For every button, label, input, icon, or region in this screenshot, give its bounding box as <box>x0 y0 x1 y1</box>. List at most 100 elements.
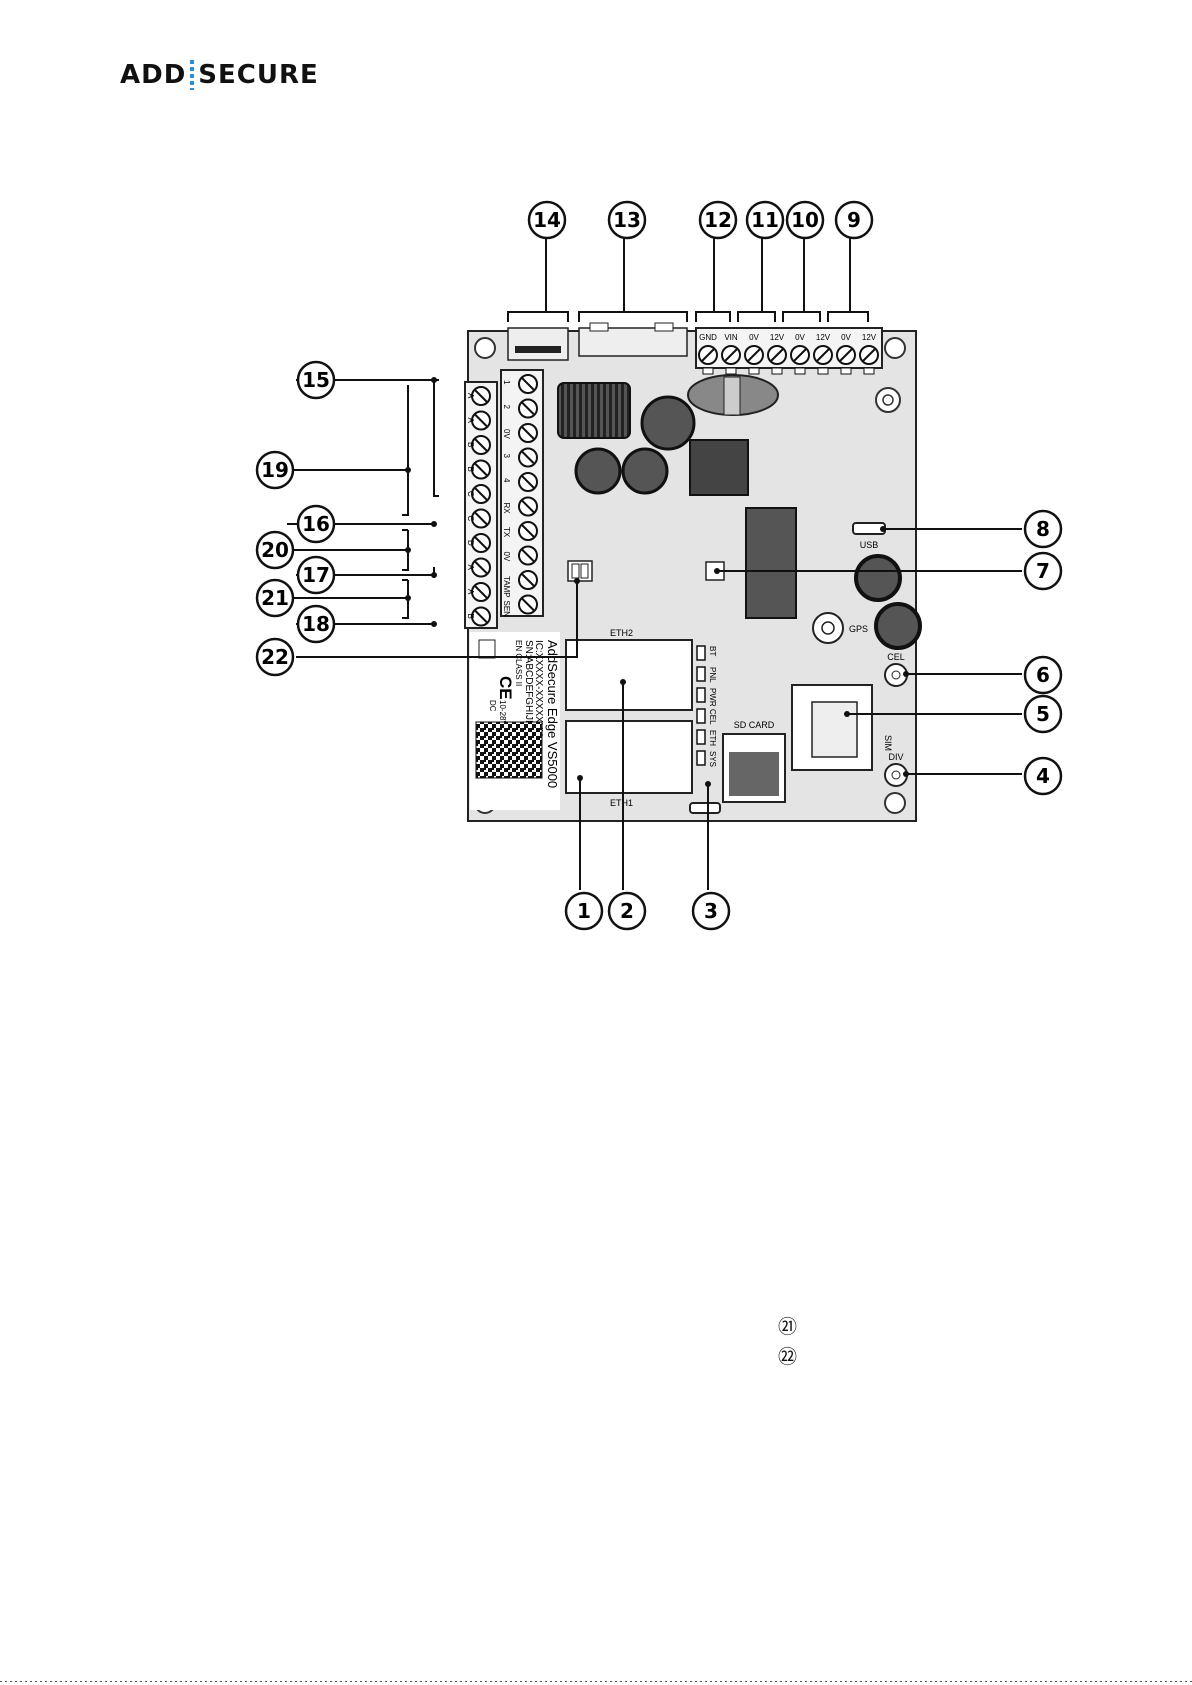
top-terminal <box>768 346 786 364</box>
top-terminal-label: 12V <box>770 333 785 342</box>
processor-chip <box>690 440 748 495</box>
left-outer-terminal-label: B <box>466 467 475 472</box>
callout-21: 21 <box>257 580 293 616</box>
eth2-label: ETH2 <box>610 628 633 638</box>
top-terminal <box>791 346 809 364</box>
capacitor <box>576 449 620 493</box>
svg-text:2: 2 <box>620 899 634 923</box>
svg-text:18: 18 <box>302 612 330 636</box>
top-terminal <box>699 346 717 364</box>
left-inner-terminal-label: TAMP <box>502 576 511 598</box>
svg-text:17: 17 <box>302 563 330 587</box>
led-label: SYS <box>708 751 717 767</box>
status-led <box>697 730 705 744</box>
callout-12: 12 <box>700 202 736 238</box>
svg-text:4: 4 <box>1036 764 1050 788</box>
top-terminal-label: VIN <box>724 333 738 342</box>
gps-antenna-connector <box>813 613 843 643</box>
ethernet-port-eth1 <box>566 721 692 793</box>
svg-text:10: 10 <box>791 208 819 232</box>
led-label: ETH <box>708 730 717 746</box>
callout-5: 5 <box>1025 696 1061 732</box>
callout-11: 11 <box>747 202 783 238</box>
capacitor <box>642 397 694 449</box>
callout-4: 4 <box>1025 758 1061 794</box>
capacitor <box>623 449 667 493</box>
product-label: AddSecure Edge VS5000 IC:XXXXX-XXXXXXX S… <box>470 632 560 810</box>
left-outer-terminal-label: A <box>466 565 475 571</box>
callout-10: 10 <box>787 202 823 238</box>
callout-6: 6 <box>1025 657 1061 693</box>
top-terminal-label: GND <box>699 333 717 342</box>
svg-text:3: 3 <box>704 899 718 923</box>
connector-13 <box>579 328 687 356</box>
sd-card-label: SD CARD <box>734 720 775 730</box>
left-outer-terminal-label: B <box>466 614 475 619</box>
svg-text:8: 8 <box>1036 517 1050 541</box>
callout-2: 2 <box>609 893 645 929</box>
svg-text:13: 13 <box>613 208 641 232</box>
svg-text:1: 1 <box>577 899 591 923</box>
left-inner-terminal-label: SEN <box>502 601 511 618</box>
callout-8: 8 <box>1025 511 1061 547</box>
power-dc: DC <box>488 700 497 712</box>
svg-text:11: 11 <box>751 208 779 232</box>
svg-text:14: 14 <box>533 208 561 232</box>
left-inner-terminal-label: 0V <box>502 552 511 562</box>
sim-label: SIM <box>883 735 893 751</box>
connector-14 <box>508 328 568 360</box>
status-led <box>697 646 705 660</box>
mounting-hole <box>885 338 905 358</box>
left-outer-terminal-label: C <box>466 516 475 522</box>
left-inner-terminal-label: 2 <box>502 405 511 410</box>
left-outer-terminal-label: B <box>466 442 475 447</box>
cel-label: CEL <box>887 652 905 662</box>
callout-20: 20 <box>257 532 293 568</box>
left-outer-terminal-label: D <box>466 540 475 546</box>
callout-14: 14 <box>529 202 565 238</box>
callout-9: 9 <box>836 202 872 238</box>
callout-17: 17 <box>298 557 334 593</box>
inductor-coil <box>558 383 630 438</box>
ce-mark: CE <box>496 676 515 700</box>
callout-15: 15 <box>298 362 334 398</box>
left-inner-terminal-label: 0V <box>502 429 511 439</box>
svg-text:6: 6 <box>1036 663 1050 687</box>
left-outer-terminal-label: A <box>466 589 475 595</box>
svg-text:20: 20 <box>261 538 289 562</box>
footer-divider <box>0 1681 1192 1682</box>
status-led <box>697 667 705 681</box>
callout-16: 16 <box>298 506 334 542</box>
div-label: DIV <box>888 752 903 762</box>
top-terminal <box>814 346 832 364</box>
left-inner-terminal-label: TX <box>502 527 511 538</box>
status-led <box>697 688 705 702</box>
led-label: PWR <box>708 688 717 707</box>
footnote-22: ㉒ <box>778 1342 797 1369</box>
callout-3: 3 <box>693 893 729 929</box>
svg-text:5: 5 <box>1036 702 1050 726</box>
left-inner-terminal-label: 1 <box>502 380 511 385</box>
usb-label: USB <box>860 540 879 550</box>
capacitor <box>876 604 920 648</box>
microcontroller-chip <box>746 508 796 618</box>
callout-1: 1 <box>566 893 602 929</box>
callout-13: 13 <box>609 202 645 238</box>
status-led <box>697 751 705 765</box>
left-outer-terminal-label: A <box>466 418 475 424</box>
left-inner-terminal-label: 4 <box>502 478 511 483</box>
led-label: PNL <box>708 667 717 683</box>
led-label: CEL <box>708 709 717 725</box>
callout-18: 18 <box>298 606 334 642</box>
footnote-21: ㉑ <box>778 1312 797 1339</box>
mounting-hole <box>885 793 905 813</box>
top-terminal <box>860 346 878 364</box>
svg-text:15: 15 <box>302 368 330 392</box>
top-terminal-label: 0V <box>841 333 851 342</box>
top-terminal-label: 12V <box>862 333 877 342</box>
ethernet-port-eth2 <box>566 640 692 710</box>
top-terminal-label: 12V <box>816 333 831 342</box>
top-terminal <box>745 346 763 364</box>
callout-19: 19 <box>257 452 293 488</box>
